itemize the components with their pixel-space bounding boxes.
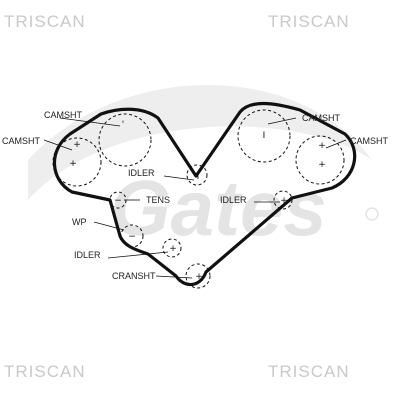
rotation-minus-tensioner: − — [114, 196, 122, 206]
leader-wp — [93, 221, 125, 231]
brand-text-top-left: TRISCAN — [4, 12, 86, 31]
water-pump-pulley — [120, 224, 144, 248]
brand-text-bottom-left: TRISCAN — [4, 362, 86, 381]
rotation-plus-crankshaft: + — [195, 272, 203, 282]
brand-text-bottom-right: TRISCAN — [268, 362, 350, 381]
label-camsht-right: CAMSHT — [350, 136, 389, 146]
leader-cranksht — [155, 275, 193, 279]
watermark-swoosh — [28, 85, 372, 200]
label-idler-center: IDLER — [128, 168, 155, 178]
leader-camsht-top-right — [267, 117, 297, 125]
idler-pulley-lower — [162, 238, 182, 258]
label-tens: TENS — [146, 195, 170, 205]
label-wp: WP — [72, 217, 87, 227]
leader-camsht-top-left — [59, 117, 121, 127]
rotation-plus-camsht-left-outer-2: + — [69, 159, 77, 169]
label-camsht-top-right: CAMSHT — [302, 113, 341, 123]
camshaft-pulley-right-outer — [295, 135, 345, 185]
watermark-text: Gates — [110, 164, 327, 252]
brand-text-top-right: TRISCAN — [268, 12, 350, 31]
label-cranksht: CRANSHT — [112, 271, 156, 281]
label-camsht-left: CAMSHT — [2, 136, 41, 146]
camshaft-pulley-left-outer — [52, 137, 102, 187]
leader-camsht-right — [325, 139, 347, 149]
rotation-plus-idler-lower: + — [169, 244, 177, 254]
gates-watermark-logo: Gates — [28, 85, 379, 252]
label-camsht-top-left: CAMSHT — [44, 110, 83, 120]
leader-idler-center — [163, 175, 195, 181]
rotation-plus-camsht-right-outer: + — [318, 141, 326, 151]
leader-idler-lower — [107, 251, 169, 259]
rotation-i-idler-center: I — [197, 172, 200, 182]
camshaft-pulley-left-inner — [98, 113, 152, 167]
camshaft-pulley-right-inner — [237, 109, 291, 163]
crankshaft-pulley — [185, 263, 211, 289]
idler-pulley-center — [186, 164, 208, 186]
leader-camsht-left — [43, 139, 73, 151]
timing-belt — [52, 101, 357, 287]
idler-pulley-right — [273, 190, 293, 210]
rotation-plus-idler-right: + — [280, 196, 288, 206]
label-idler-lower: IDLER — [74, 250, 101, 260]
rotation-i-camsht-right-inner: I — [263, 131, 266, 141]
rotation-marker-camsht-left-inner: ' — [122, 120, 124, 130]
watermark-registered-mark — [365, 207, 379, 221]
rotation-plus-camsht-right-outer-2: + — [318, 160, 326, 170]
label-idler-right: IDLER — [220, 195, 247, 205]
rotation-minus-water-pump: − — [128, 232, 136, 242]
rotation-plus-camsht-left-outer: + — [73, 140, 81, 150]
